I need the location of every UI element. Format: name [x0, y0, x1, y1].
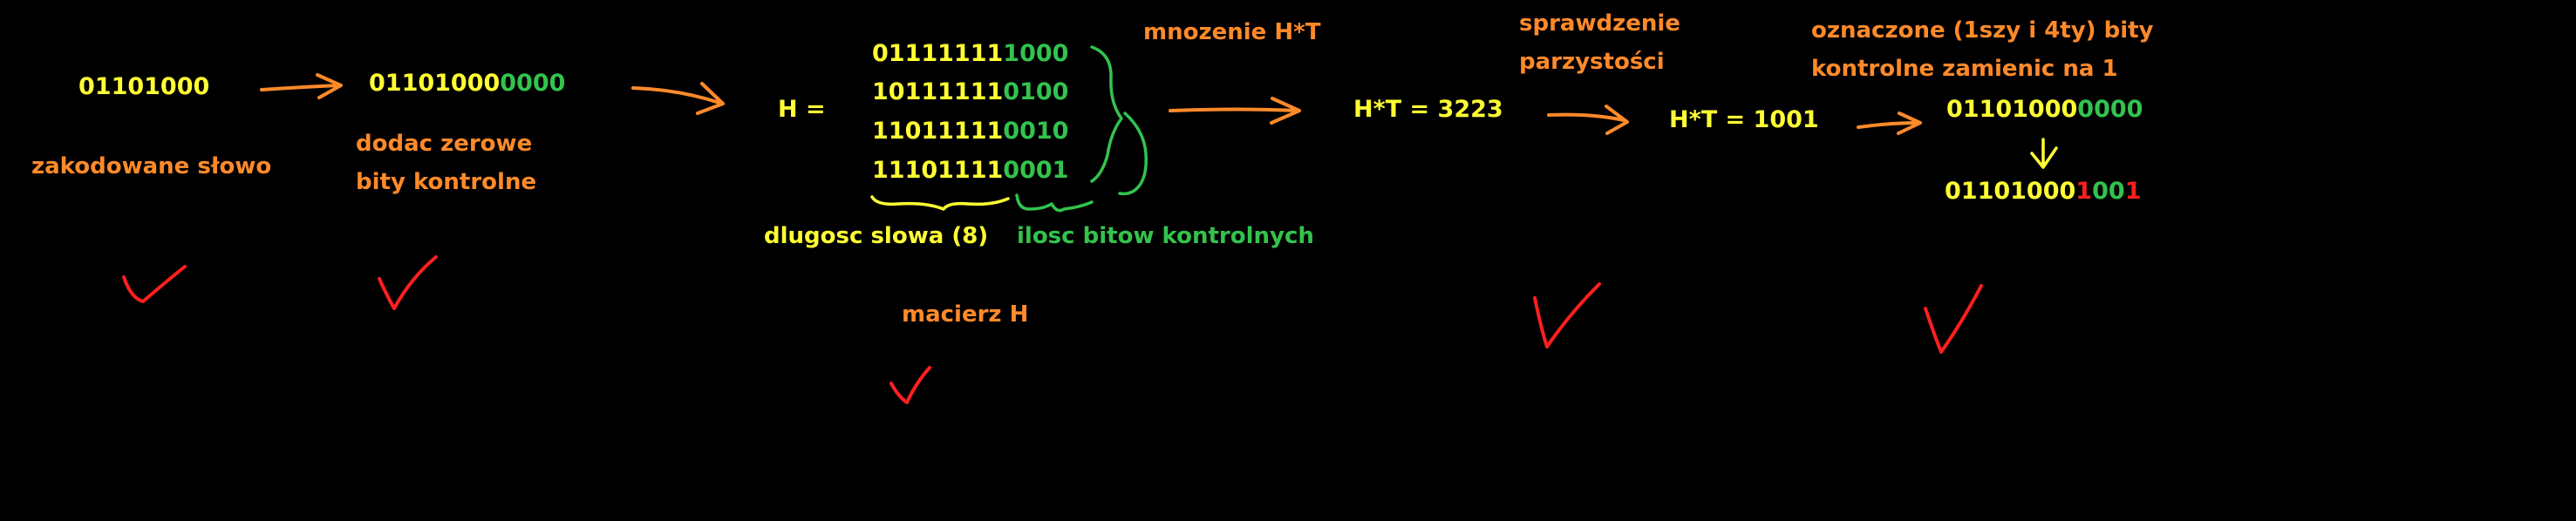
zero-control-bits: 0000 [500, 70, 566, 97]
after-data-bits: 01101000 [1945, 178, 2076, 205]
matrix-row-data: 01111111 [872, 40, 1004, 67]
matrix-row-control: 0100 [1003, 78, 1069, 105]
brace-icon [1015, 193, 1094, 213]
checkmark-icon [1533, 282, 1601, 348]
arrow-icon [1169, 97, 1301, 125]
matrix-row-control: 1000 [1003, 40, 1069, 67]
matrix-row-data: 11011111 [872, 118, 1004, 145]
arrow-icon [631, 82, 725, 115]
control-bit-1: 1 [2075, 178, 2093, 205]
control-bit-3: 0 [2108, 178, 2125, 205]
control-bit-2: 0 [2092, 178, 2109, 205]
down-arrow-icon [2030, 138, 2058, 169]
checkmark-icon [1924, 284, 1983, 354]
matrix-row-1: 011111111000 [872, 42, 1068, 65]
encoded-word: 01101000 [78, 73, 210, 100]
arrow-icon [1547, 105, 1629, 135]
brace-icon [870, 195, 1010, 211]
parity-caption-line1: sprawdzenie [1519, 10, 1680, 37]
matrix-row-data: 10111111 [872, 78, 1004, 105]
final-caption-line1: oznaczone (1szy i 4ty) bity [1811, 17, 2154, 44]
data-bits: 01101000 [369, 70, 501, 97]
checkmark-icon [378, 255, 438, 310]
brace-icon [1090, 45, 1123, 183]
corrected-word: 011010001001 [1945, 179, 2141, 203]
matrix-label: H = [778, 96, 826, 123]
multiplication-result: H*T = 3223 [1353, 96, 1503, 123]
parity-result: H*T = 1001 [1669, 106, 1819, 133]
control-count-label: ilosc bitow kontrolnych [1017, 223, 1314, 249]
parity-caption-line2: parzystości [1519, 49, 1665, 75]
checkmark-icon [122, 265, 187, 303]
before-control-bits: 0000 [2077, 96, 2143, 123]
final-caption-line2: kontrolne zamienic na 1 [1811, 56, 2118, 82]
checkmark-icon [889, 366, 931, 404]
arrow-icon [1857, 112, 1922, 135]
before-data-bits: 01101000 [1946, 96, 2078, 123]
matrix-row-3: 110111110010 [872, 119, 1068, 143]
matrix-row-2: 101111110100 [872, 80, 1068, 104]
add-zero-bits-caption-line1: dodac zerowe [356, 131, 533, 157]
matrix-row-4: 111011110001 [872, 159, 1068, 182]
control-bit-4: 1 [2124, 178, 2142, 205]
multiplication-caption: mnozenie H*T [1143, 19, 1321, 45]
word-with-zero-bits: 011010000000 [369, 71, 565, 95]
brace-icon [1118, 112, 1148, 196]
arrow-icon [260, 73, 343, 99]
encoded-word-caption: zakodowane słowo [31, 153, 272, 179]
matrix-row-control: 0001 [1003, 157, 1069, 184]
word-before-correction: 011010000000 [1946, 98, 2143, 121]
matrix-row-control: 0010 [1003, 118, 1069, 145]
add-zero-bits-caption-line2: bity kontrolne [356, 169, 537, 195]
matrix-caption: macierz H [902, 301, 1029, 328]
matrix-row-data: 11101111 [872, 157, 1004, 184]
word-length-label: dlugosc slowa (8) [764, 223, 989, 249]
